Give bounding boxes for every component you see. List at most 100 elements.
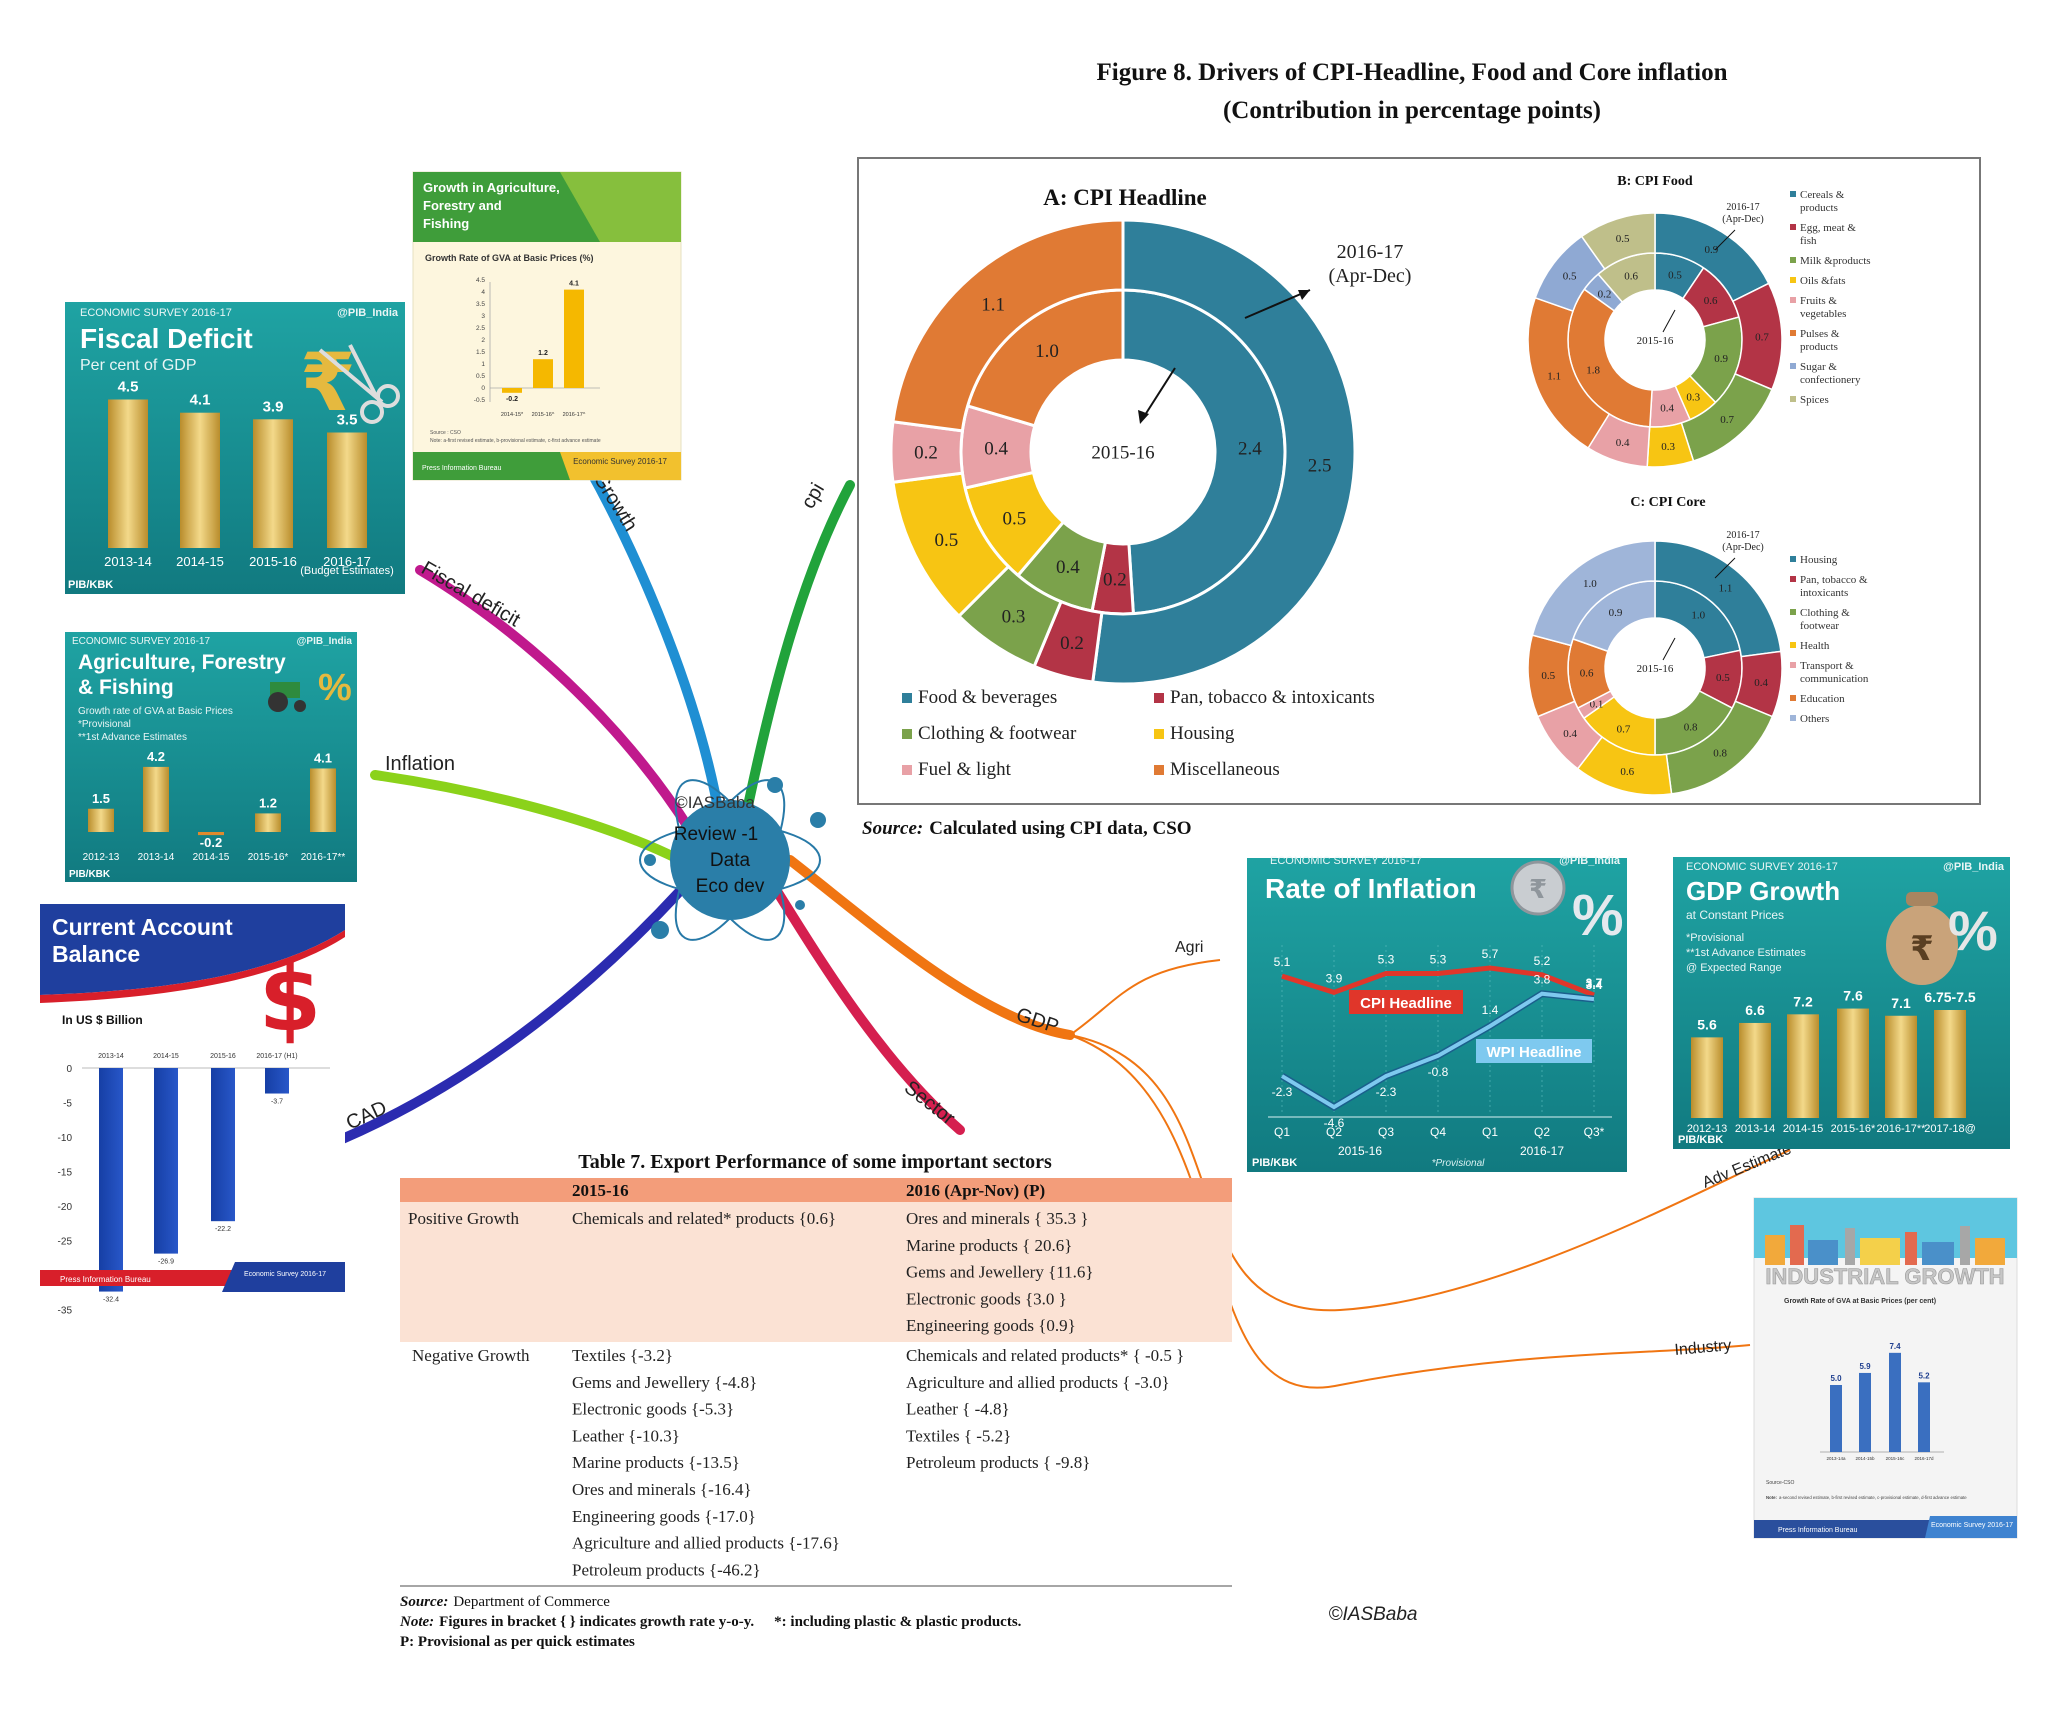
industry-title: INDUSTRIAL GROWTH bbox=[1765, 1264, 2004, 1289]
inflation-title: Rate of Inflation bbox=[1265, 873, 1477, 904]
agri-y-value: -0.2 bbox=[506, 396, 518, 403]
inflation-value: 3.9 bbox=[1326, 971, 1343, 985]
agri-y-bar bbox=[533, 359, 553, 388]
cpi-headline-legend: Food & beverages Pan, tobacco & intoxican… bbox=[902, 687, 1375, 780]
fiscal-title: Fiscal Deficit bbox=[80, 323, 253, 354]
donut-value: 0.3 bbox=[1686, 392, 1700, 404]
inflation-value: 3.8 bbox=[1534, 973, 1551, 987]
cad-y-tick: -15 bbox=[58, 1168, 73, 1179]
agri-x-label: 2014-15 bbox=[193, 852, 230, 863]
svg-text:%: % bbox=[318, 667, 352, 709]
legend-swatch bbox=[1154, 729, 1164, 739]
table-cell: Gems and Jewellery {-4.8} bbox=[572, 1373, 757, 1392]
donut-value: 0.2 bbox=[1598, 289, 1612, 301]
cpi-tag: CPI Headline bbox=[1360, 995, 1452, 1012]
fiscal-credit: PIB/KBK bbox=[68, 579, 113, 591]
industry-subtitle: Growth Rate of GVA at Basic Prices (per … bbox=[1784, 1298, 1936, 1305]
table-note: Note:Figures in bracket { } indicates gr… bbox=[399, 1614, 1022, 1630]
donut-value: 0.5 bbox=[1003, 508, 1027, 529]
gdp-header: ECONOMIC SURVEY 2016-17 bbox=[1686, 861, 1838, 873]
gdp-title: GDP Growth bbox=[1686, 876, 1840, 906]
cad-footer-right: Economic Survey 2016-17 bbox=[244, 1271, 326, 1278]
legend-label: Egg, meat &fish bbox=[1800, 222, 1856, 247]
svg-text:₹: ₹ bbox=[1529, 875, 1547, 905]
cad-chart: 0-5-10-15-20-25-30-35-32.42013-14-26.920… bbox=[58, 1053, 330, 1317]
rupee-scissors-icon: ₹ bbox=[300, 336, 400, 429]
export-table: Table 7. Export Performance of some impo… bbox=[399, 1151, 1232, 1650]
legend-label: Health bbox=[1800, 640, 1830, 652]
legend-label: Education bbox=[1800, 693, 1845, 705]
gdp-bar bbox=[1934, 1010, 1966, 1118]
fiscal-subtitle: Per cent of GDP bbox=[80, 357, 197, 374]
legend-label: Pan, tobacco & intoxicants bbox=[1170, 687, 1375, 708]
gdp-bar-value: 7.6 bbox=[1843, 988, 1863, 1004]
donut-slice bbox=[1531, 540, 1656, 647]
cad-bar bbox=[154, 1068, 178, 1254]
footer-credit: ©IASBaba bbox=[1329, 1604, 1418, 1625]
legend-swatch bbox=[1154, 765, 1164, 775]
gdp-x-label: 2012-13 bbox=[1687, 1123, 1727, 1135]
donut-value: 0.9 bbox=[1714, 353, 1728, 365]
center-line-1: Review -1 bbox=[674, 824, 758, 845]
table-cell: Petroleum products { -9.8} bbox=[906, 1453, 1090, 1472]
center-node[interactable]: ©IASBaba Review -1 Data Eco dev bbox=[639, 765, 826, 956]
inflation-value: 5.3 bbox=[1430, 952, 1447, 966]
cad-bar-value: -26.9 bbox=[158, 1259, 174, 1266]
cpi-headline-donut: 2.40.20.40.50.41.02.50.20.30.50.21.12015… bbox=[889, 218, 1411, 686]
agri-y-tick: 1 bbox=[481, 361, 485, 368]
center-line-3: Eco dev bbox=[696, 876, 765, 897]
table-source: Source:Department of Commerce bbox=[400, 1594, 610, 1610]
donut-value: 0.2 bbox=[1060, 633, 1084, 654]
agri-credit: PIB/KBK bbox=[69, 869, 111, 880]
cad-x-label: 2013-14 bbox=[98, 1053, 124, 1060]
legend-label: Pan, tobacco &intoxicants bbox=[1800, 574, 1868, 599]
branch-cpi bbox=[740, 480, 855, 825]
legend-swatch bbox=[1790, 297, 1796, 303]
donut-value: 1.0 bbox=[1583, 578, 1597, 590]
gdp-credit: PIB/KBK bbox=[1678, 1134, 1723, 1146]
inflation-value: 5.2 bbox=[1534, 954, 1551, 968]
donut-value: 1.0 bbox=[1691, 610, 1705, 622]
table-cell: Leather {-10.3} bbox=[572, 1426, 680, 1445]
agri-y-value: 4.1 bbox=[569, 281, 579, 288]
table-source-text: Department of Commerce bbox=[453, 1594, 610, 1610]
donut-slice bbox=[1091, 218, 1357, 686]
legend-label: Transport &communication bbox=[1800, 660, 1869, 685]
branch-growth bbox=[585, 465, 725, 825]
donut-value: 0.1 bbox=[1590, 698, 1604, 710]
donut-value: 1.1 bbox=[1547, 370, 1561, 382]
inflation-x-label: Q3* bbox=[1584, 1125, 1605, 1139]
branch-label-fiscal: Fiscal deficit bbox=[418, 557, 525, 631]
gdp-x-label: 2013-14 bbox=[1735, 1123, 1775, 1135]
cad-bar bbox=[211, 1068, 235, 1222]
industry-source: Source-CSO bbox=[1766, 1480, 1794, 1486]
donut-value: 0.7 bbox=[1720, 414, 1734, 426]
arrowhead-inner bbox=[1138, 410, 1149, 424]
agri-y-tick: 0.5 bbox=[476, 373, 485, 380]
donut-value: 0.5 bbox=[1668, 269, 1682, 281]
agri-bar bbox=[143, 766, 169, 832]
industry-footer-right: Economic Survey 2016-17 bbox=[1931, 1522, 2013, 1529]
donut-value: 0.2 bbox=[914, 443, 938, 464]
agri-header: ECONOMIC SURVEY 2016-17 bbox=[72, 636, 210, 647]
table-note-label: Note: bbox=[399, 1614, 434, 1630]
agri-y-bar bbox=[502, 388, 522, 393]
agri-bar bbox=[310, 768, 336, 832]
donut-value: 0.6 bbox=[1704, 295, 1718, 307]
outer-period: 2016-17 bbox=[1726, 202, 1759, 213]
donut-value: 0.6 bbox=[1624, 271, 1638, 283]
industry-bar bbox=[1859, 1372, 1871, 1452]
legend-label: Food & beverages bbox=[918, 687, 1057, 708]
inflation-group: 2015-16 bbox=[1338, 1144, 1382, 1158]
agri-y-source: Source : CSO bbox=[430, 430, 461, 436]
industry-bar-value: 5.9 bbox=[1859, 1362, 1871, 1371]
legend-label: Clothing & footwear bbox=[918, 723, 1077, 744]
inflation-header: ECONOMIC SURVEY 2016-17 bbox=[1270, 855, 1422, 867]
gdp-note-1: *Provisional bbox=[1686, 932, 1744, 944]
legend-swatch bbox=[1790, 715, 1796, 721]
cpi-food-title: B: CPI Food bbox=[1617, 174, 1693, 189]
cad-y-tick: 0 bbox=[66, 1064, 72, 1075]
inflation-value: 5.1 bbox=[1274, 955, 1291, 969]
legend-swatch bbox=[1790, 576, 1796, 582]
